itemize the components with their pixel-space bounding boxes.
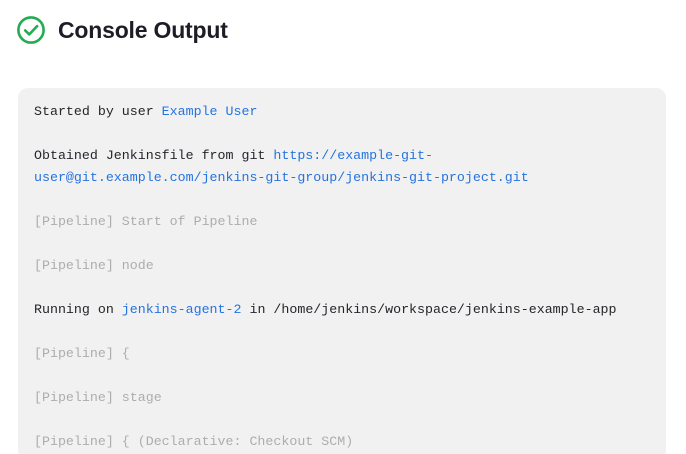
console-log-text: Started by user Example User Obtained Je… — [34, 101, 650, 454]
console-log-line: Running on jenkins-agent-2 in /home/jenk… — [34, 299, 650, 321]
console-log-text-token: Obtained Jenkinsfile from git — [34, 148, 274, 163]
console-log-line: Started by user Example User — [34, 101, 650, 123]
console-log-line: [Pipeline] { (Declarative: Checkout SCM) — [34, 431, 650, 453]
console-log-text-token: in /home/jenkins/workspace/jenkins-examp… — [241, 302, 617, 317]
console-log-line: [Pipeline] { — [34, 343, 650, 365]
console-log-link[interactable]: https://example-git-user@git.example.com… — [34, 148, 529, 185]
console-log-text-token: [Pipeline] Start of Pipeline — [34, 214, 258, 229]
console-log-link[interactable]: jenkins-agent-2 — [121, 302, 242, 317]
console-log-line: [Pipeline] node — [34, 255, 650, 277]
console-log-text-token: [Pipeline] { — [34, 346, 130, 361]
console-log-text-token: Started by user — [34, 104, 162, 119]
console-output-panel[interactable]: Started by user Example User Obtained Je… — [18, 88, 666, 454]
console-log-link[interactable]: Example User — [161, 104, 258, 119]
check-circle-icon — [16, 15, 46, 45]
console-log-text-token: [Pipeline] stage — [34, 390, 162, 405]
console-log-text-token: [Pipeline] { (Declarative: Checkout SCM) — [34, 434, 354, 449]
console-log-line: Obtained Jenkinsfile from git https://ex… — [34, 145, 650, 189]
console-log-text-token: Running on — [34, 302, 122, 317]
page-header: Console Output — [0, 0, 686, 46]
console-log-text-token: [Pipeline] node — [34, 258, 154, 273]
console-log-line: [Pipeline] stage — [34, 387, 650, 409]
console-log-line: [Pipeline] Start of Pipeline — [34, 211, 650, 233]
page-title: Console Output — [58, 16, 228, 43]
